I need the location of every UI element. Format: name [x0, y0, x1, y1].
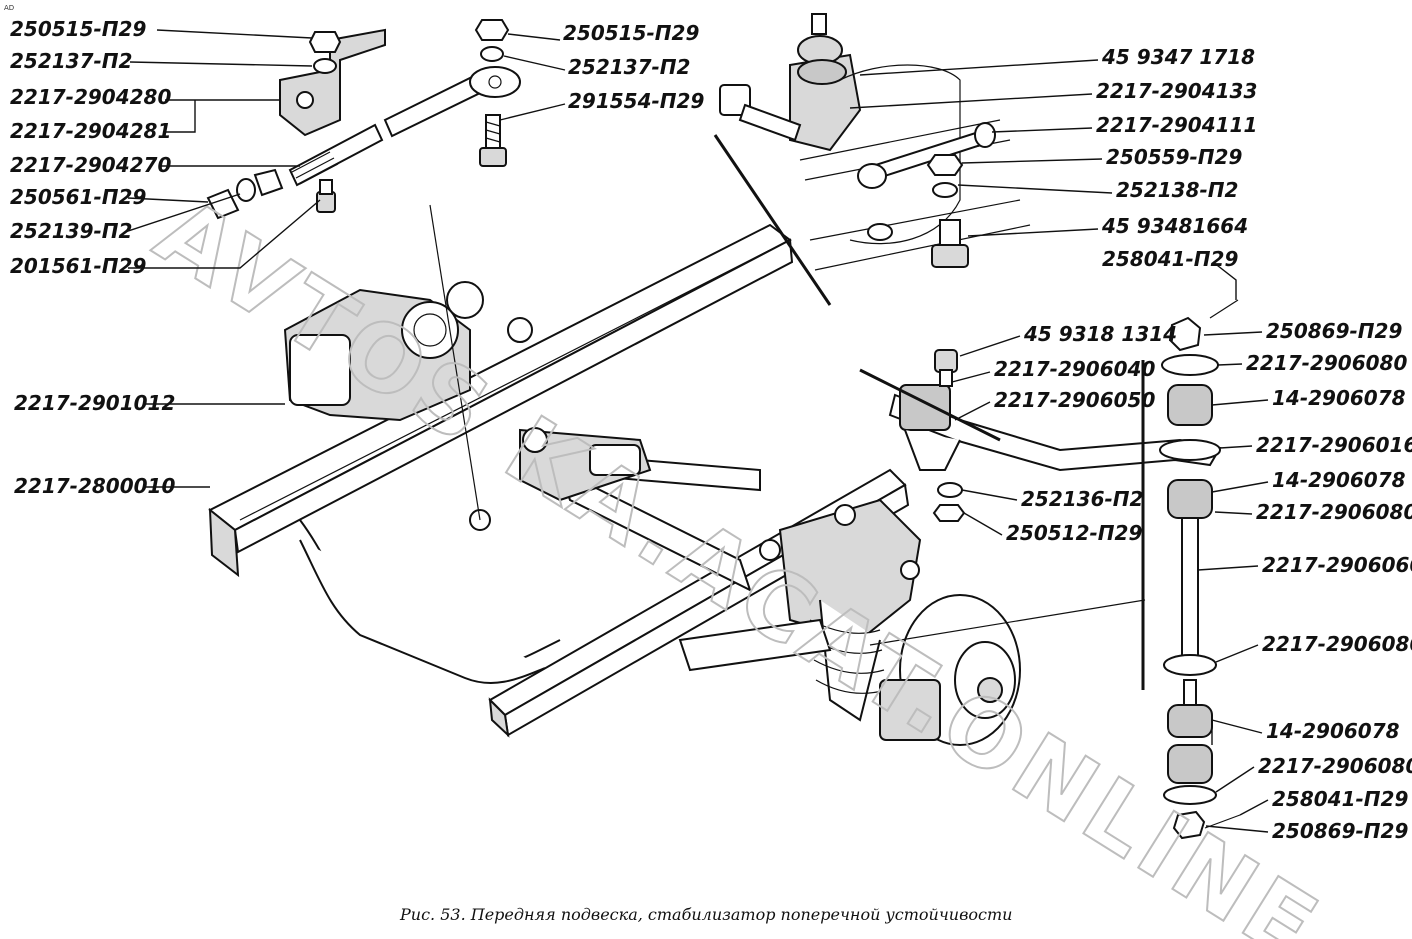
part-label: 2217-2901012	[14, 391, 175, 415]
part-label: 250515-П29	[563, 21, 699, 45]
stabilizer-link	[1141, 299, 1241, 840]
part-label: 14-2906078	[1272, 468, 1406, 492]
bracket-assembly	[279, 28, 386, 137]
part-label: 252137-П2	[10, 49, 132, 73]
centre-link	[469, 427, 652, 531]
part-label: 2217-2906016	[1256, 433, 1412, 457]
part-label: 2217-2904281	[10, 119, 171, 143]
figure-caption: Рис. 53. Передняя подвеска, стабилизатор…	[399, 905, 1012, 924]
part-label: 252139-П2	[10, 219, 132, 243]
part-label: 252136-П2	[1021, 487, 1143, 511]
detail-view-upper	[713, 13, 1031, 306]
part-label: 2217-2906080	[1262, 632, 1412, 656]
part-label: 250561-П29	[10, 185, 146, 209]
leader-lines	[124, 29, 1269, 833]
part-label: 2217-2904133	[1096, 79, 1257, 103]
part-label: 2217-2906050	[994, 388, 1155, 412]
labels-center: 45 9318 1314 2217-2906040 2217-2906050 2…	[994, 322, 1177, 545]
part-label: 2217-2906080	[1256, 500, 1412, 524]
part-label: 45 93481664	[1101, 214, 1248, 238]
part-label: 2217-2906060	[1262, 553, 1412, 577]
part-label: 14-2906078	[1266, 719, 1400, 743]
corner-mark: AD	[4, 4, 14, 12]
wheel-hub-assembly	[678, 498, 1021, 746]
part-label: 250515-П29	[10, 17, 146, 41]
part-label: 14-2906078	[1272, 386, 1406, 410]
part-label: 2217-2904280	[10, 85, 171, 109]
part-label: 2217-2800010	[14, 474, 175, 498]
part-label: 252137-П2	[568, 55, 690, 79]
labels-top-middle: 250515-П29 252137-П2 291554-П29	[563, 21, 704, 113]
steering-gear-box	[283, 281, 533, 422]
part-label: 201561-П29	[10, 254, 146, 278]
part-label: 250869-П29	[1266, 319, 1402, 343]
part-label: 258041-П29	[1272, 787, 1408, 811]
part-label: 45 9347 1718	[1101, 45, 1255, 69]
cross-member	[299, 448, 761, 685]
part-label: 2217-2906080	[1246, 351, 1407, 375]
part-label: 252138-П2	[1116, 178, 1238, 202]
labels-left: 250515-П29 252137-П2 2217-2904280 2217-2…	[10, 17, 175, 498]
part-label: 250869-П29	[1272, 819, 1408, 843]
labels-right-upper: 45 9347 1718 2217-2904133 2217-2904111 2…	[1096, 45, 1257, 271]
part-label: 250559-П29	[1106, 145, 1242, 169]
part-label: 45 9318 1314	[1023, 322, 1177, 346]
part-label: 250512-П29	[1006, 521, 1142, 545]
part-label: 291554-П29	[568, 89, 704, 113]
frame-side-rail-left	[208, 223, 794, 578]
steering-rod	[206, 66, 521, 220]
part-label: 2217-2904270	[10, 153, 171, 177]
part-label: 258041-П29	[1102, 247, 1238, 271]
suspension-drawing	[206, 13, 1241, 840]
part-label: 2217-2906080	[1258, 754, 1412, 778]
top-fasteners	[474, 19, 510, 167]
part-label: 2217-2904111	[1096, 113, 1257, 137]
part-label: 2217-2906040	[994, 357, 1155, 381]
labels-right-lower: 250869-П29 2217-2906080 14-2906078 2217-…	[1246, 319, 1412, 843]
stabilizer-bar	[859, 349, 1222, 522]
